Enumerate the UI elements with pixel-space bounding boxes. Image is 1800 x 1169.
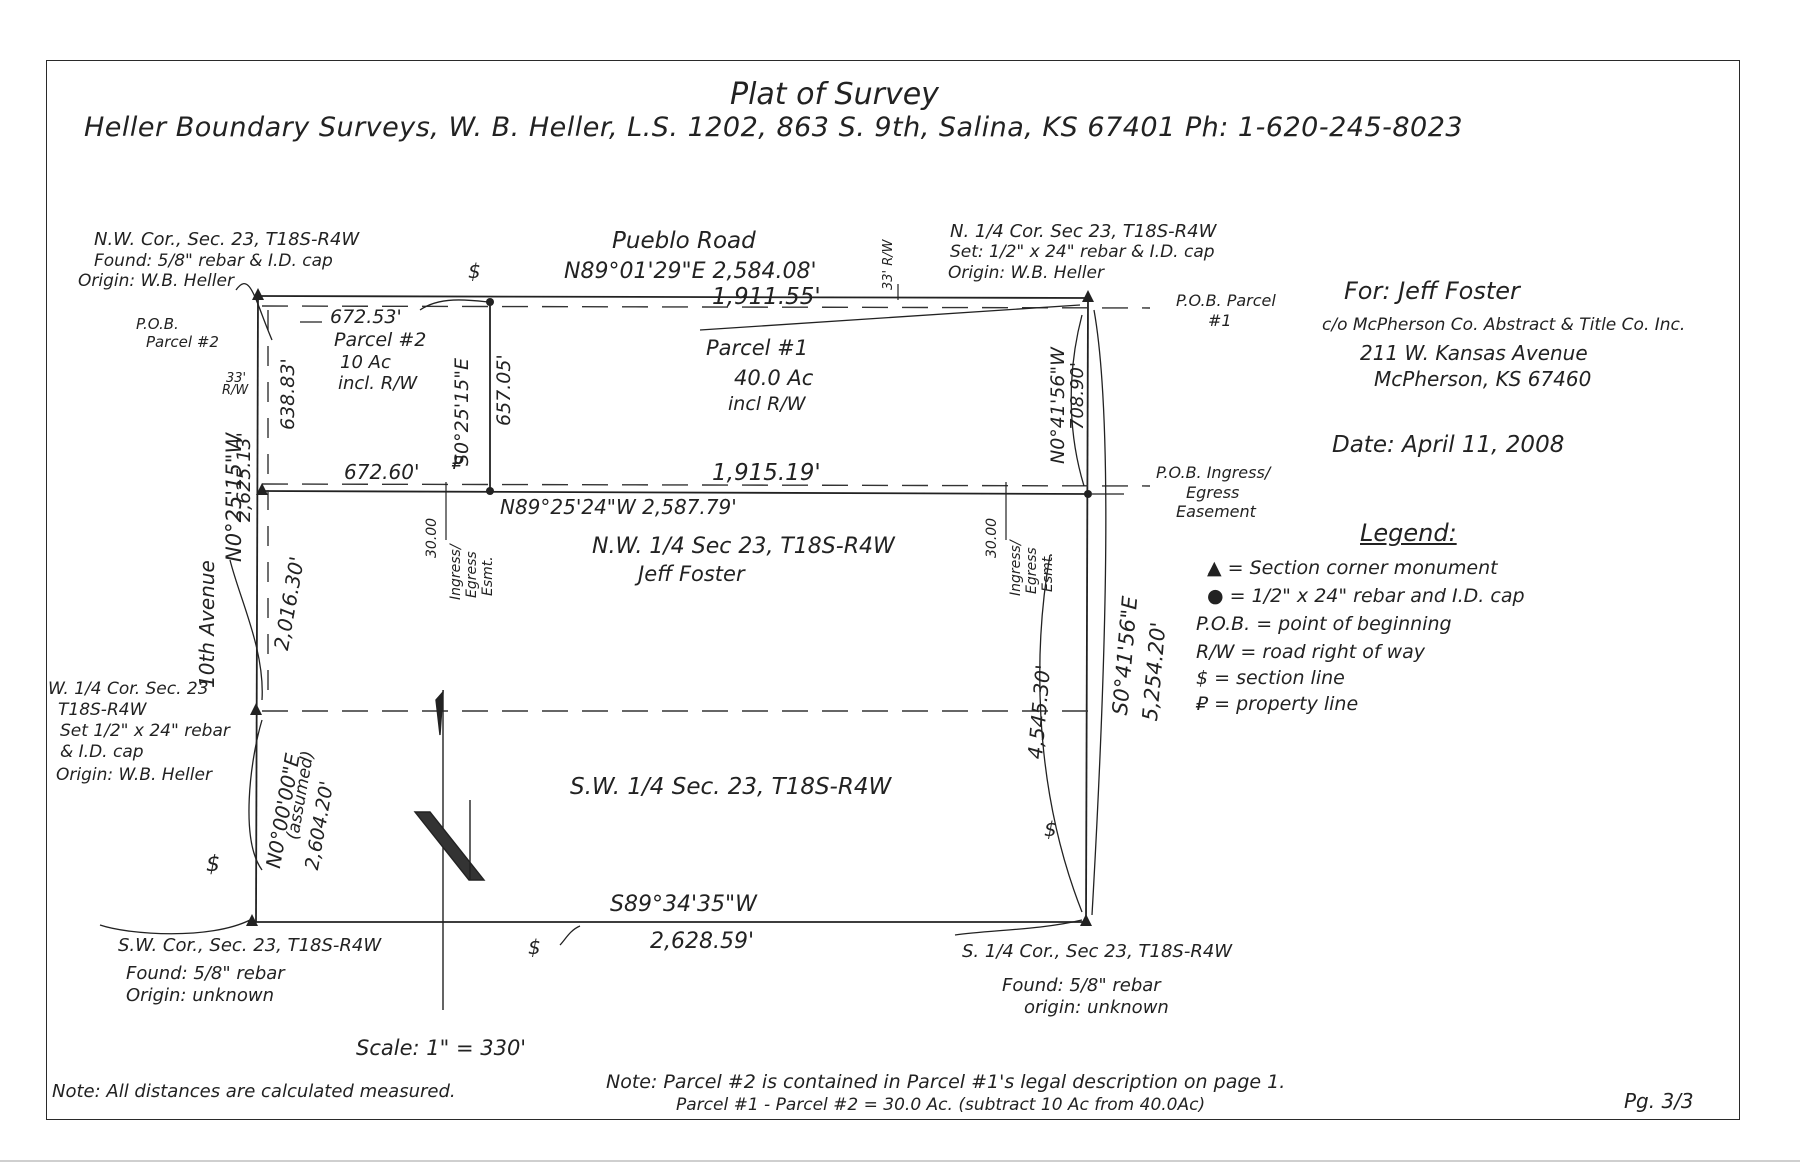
dim-south: 2,628.59'	[650, 929, 755, 954]
leader-curve	[1091, 309, 1107, 916]
ease-left-width: 30.00	[424, 517, 440, 558]
legend-item: ₽ = property line	[1196, 693, 1359, 715]
dim-p2-east-bearing: S0°25'15"E	[451, 358, 473, 466]
leader-curve	[229, 559, 263, 701]
note-left: Note: All distances are calculated measu…	[52, 1081, 456, 1102]
middle-boundary-line	[259, 490, 1089, 495]
nw-corner-monument	[252, 288, 264, 300]
west-boundary-line	[255, 295, 259, 923]
scan-edge	[0, 1160, 1800, 1162]
drawing-title: Plat of Survey	[730, 77, 939, 112]
scale-label: Scale: 1" = 330'	[356, 1036, 527, 1060]
leader-curve	[1039, 554, 1083, 913]
north-boundary-line	[257, 295, 1089, 299]
sw-corner-monument	[246, 914, 258, 926]
legend-item: ▲ = Section corner monument	[1207, 557, 1498, 579]
dim-top-left: 672.53'	[330, 306, 402, 328]
street-west-label: 10th Avenue	[195, 560, 219, 688]
section-line-icon: $	[528, 935, 541, 959]
section-line-icon: $	[1044, 817, 1057, 841]
road-name: Pueblo Road	[612, 228, 756, 254]
rebar-marker	[486, 298, 494, 306]
leader-curve	[235, 283, 273, 341]
rebar-marker	[1084, 490, 1092, 498]
dim-south-bearing: S89°34'35"W	[610, 892, 757, 917]
dim-mid-bearing: N89°25'24"W 2,587.79'	[500, 495, 737, 519]
leader-curve	[559, 925, 581, 946]
dim-top-right: 1,911.55'	[712, 284, 821, 310]
legend-item: ● = 1/2" x 24" rebar and I.D. cap	[1207, 585, 1525, 607]
leader-curve	[1070, 314, 1085, 487]
legend-item: $ = section line	[1196, 667, 1345, 689]
ease-right-width: 30.00	[984, 517, 1000, 558]
w14-corner-monument	[250, 703, 262, 715]
legend-title: Legend:	[1360, 519, 1457, 547]
dim-mid-right: 1,915.19'	[712, 460, 821, 486]
section-line-icon: $	[206, 852, 220, 877]
legend-dot-icon	[1210, 596, 1216, 602]
leader-curve	[699, 304, 1081, 331]
east-boundary-line	[1085, 297, 1089, 923]
rebar-marker	[486, 487, 494, 495]
leader-curve	[419, 299, 489, 311]
nw14-corner-monument	[256, 483, 268, 495]
dim-west-upper: 2,625.13'	[233, 432, 255, 522]
legend-item: P.O.B. = point of beginning	[1196, 613, 1452, 635]
property-line-icon: ₽	[452, 453, 464, 474]
road-right-of-way-line	[261, 305, 1151, 309]
legend-item: R/W = road right of way	[1196, 641, 1426, 663]
dim-p1-east: 708.90'	[1067, 362, 1088, 430]
legend-triangle-icon	[1208, 565, 1218, 574]
n14-corner-monument	[1082, 290, 1094, 302]
section-line-icon: $	[468, 259, 481, 283]
dim-mid-left: 672.60'	[344, 460, 420, 484]
leader-curve	[954, 919, 1083, 936]
rw-left-value: 33'	[226, 371, 247, 386]
sw-quarter-label: S.W. 1/4 Sec. 23, T18S-R4W	[570, 774, 892, 800]
leader-curve	[99, 919, 251, 935]
road-bearing: N89°01'29"E 2,584.08'	[564, 259, 817, 284]
s14-corner-monument	[1080, 914, 1092, 926]
dim-p2-east: 657.05'	[493, 354, 515, 426]
survey-date: Date: April 11, 2008	[1332, 432, 1565, 458]
dim-p2-west: 638.83'	[277, 358, 299, 430]
rw-left-unit: R/W	[222, 383, 249, 398]
leader-curve	[248, 719, 263, 871]
north-arrow	[413, 689, 486, 1010]
drawing-border	[46, 60, 1740, 1120]
surveyor-header: Heller Boundary Surveys, W. B. Heller, L…	[84, 112, 1464, 143]
page-number: Pg. 3/3	[1624, 1089, 1694, 1113]
road-rw-label: 33' R/W	[881, 239, 896, 290]
north-section-line	[261, 483, 1151, 487]
